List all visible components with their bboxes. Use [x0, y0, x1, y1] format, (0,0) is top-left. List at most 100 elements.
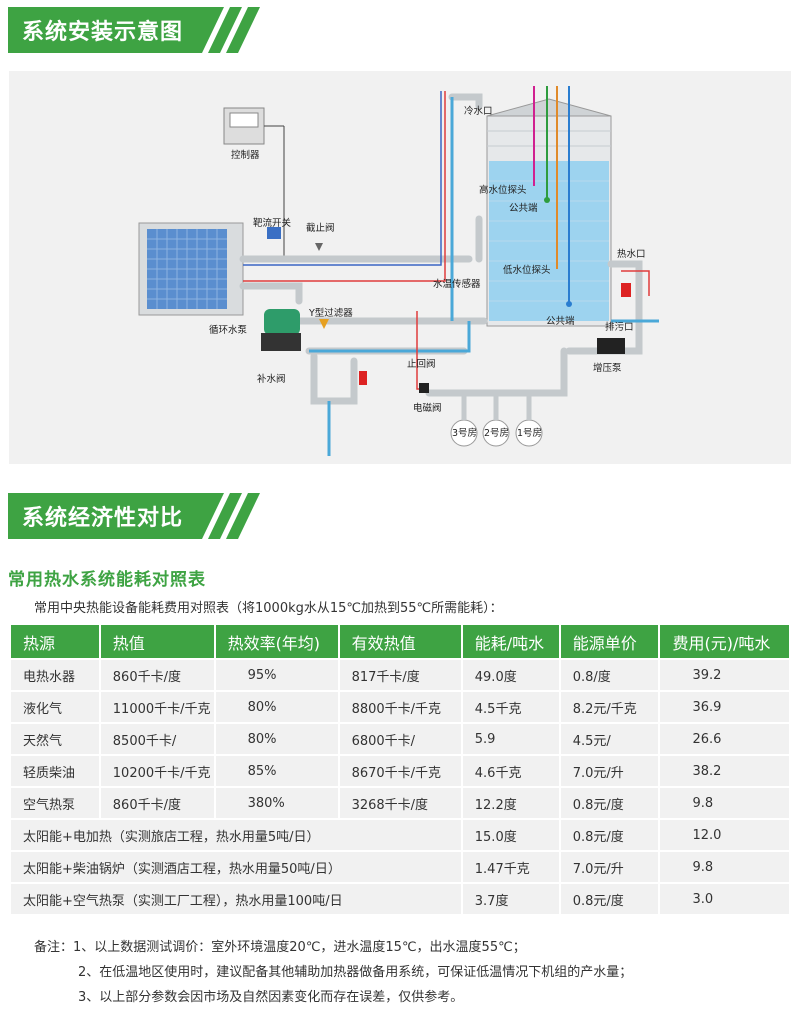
table-header-cell: 费用(元)/吨水 [660, 625, 789, 658]
heat-pump-unit [138, 222, 244, 316]
remarks: 备注：1、以上数据测试调价：室外环境温度20℃，进水温度15℃，出水温度55℃；… [34, 935, 632, 1010]
label-flow-switch: 靶流开关 [253, 217, 292, 229]
table-cell: 15.0度 [462, 820, 559, 850]
label-common-2: 公共端 [546, 315, 575, 327]
table-cell: 1.47千克 [462, 852, 559, 882]
label-room-3: 3号房 [452, 427, 477, 439]
table-cell: 太阳能+柴油锅炉（实测酒店工程，热水用量50吨/日） [11, 852, 461, 882]
table-cell: 380% [215, 788, 338, 818]
table-cell: 3268千卡/度 [339, 788, 461, 818]
table-cell: 轻质柴油 [11, 756, 99, 786]
label-room-1: 1号房 [517, 427, 542, 439]
label-solenoid: 电磁阀 [413, 402, 442, 414]
table-cell: 26.6 [660, 724, 789, 754]
table-cell: 95% [215, 660, 338, 690]
table-header-cell: 热效率(年均) [215, 625, 338, 658]
table-cell: 38.2 [660, 756, 789, 786]
table-title: 常用热水系统能耗对照表 [8, 570, 206, 590]
table-cell: 3.0 [660, 884, 789, 914]
remark-line: 备注：1、以上数据测试调价：室外环境温度20℃，进水温度15℃，出水温度55℃； [34, 940, 526, 955]
label-y-filter: Y型过滤器 [308, 307, 353, 319]
table-cell: 36.9 [660, 692, 789, 722]
table-cell: 8800千卡/千克 [339, 692, 461, 722]
table-cell: 天然气 [11, 724, 99, 754]
table-cell: 817千卡/度 [339, 660, 461, 690]
table-cell: 7.0元/升 [560, 756, 659, 786]
table-header-cell: 能源单价 [560, 625, 659, 658]
table-cell: 4.5元/ [560, 724, 659, 754]
table-cell: 49.0度 [462, 660, 559, 690]
table-cell: 液化气 [11, 692, 99, 722]
table-cell: 860千卡/度 [100, 660, 214, 690]
table-header-cell: 热值 [100, 625, 214, 658]
section-header-economics: 系统经济性对比 [8, 493, 264, 539]
water-tank [486, 98, 612, 327]
table-note: 常用中央热能设备能耗费用对照表（将1000kg水从15℃加热到55℃所需能耗）： [34, 601, 503, 616]
table-cell: 4.6千克 [462, 756, 559, 786]
section-header-install: 系统安装示意图 [8, 7, 264, 53]
label-circ-pump: 循环水泵 [209, 324, 248, 336]
label-cold-inlet: 冷水口 [464, 105, 493, 117]
section-title: 系统经济性对比 [22, 506, 184, 531]
solenoid-valve-icon [419, 383, 429, 393]
stripe-decoration-icon [194, 493, 264, 539]
table-cell: 80% [215, 692, 338, 722]
table-header-row: 热源热值热效率(年均)有效热值能耗/吨水能源单价费用(元)/吨水 [11, 625, 789, 658]
stripe-decoration-icon [194, 7, 264, 53]
stop-valve-icon [315, 243, 323, 251]
table-header-cell: 能耗/吨水 [462, 625, 559, 658]
table-cell: 0.8元/度 [560, 820, 659, 850]
remark-line: 2、在低温地区使用时，建议配备其他辅助加热器做备用系统，可保证低温情况下机组的产… [78, 965, 633, 980]
label-controller: 控制器 [231, 149, 260, 161]
label-low-probe: 低水位探头 [503, 264, 551, 276]
table-cell: 12.2度 [462, 788, 559, 818]
table-cell: 12.0 [660, 820, 789, 850]
booster-pump-icon [597, 338, 625, 354]
circulation-pump-icon [264, 309, 300, 335]
label-stop-valve: 截止阀 [306, 222, 335, 234]
label-room-2: 2号房 [484, 427, 509, 439]
table-cell: 860千卡/度 [100, 788, 214, 818]
table-cell: 80% [215, 724, 338, 754]
table-cell: 4.5千克 [462, 692, 559, 722]
table-header-cell: 热源 [11, 625, 99, 658]
table-cell: 空气热泵 [11, 788, 99, 818]
label-check-valve: 止回阀 [407, 358, 436, 370]
label-drain: 排污口 [605, 321, 634, 333]
table-cell: 电热水器 [11, 660, 99, 690]
table-cell: 8.2元/千克 [560, 692, 659, 722]
table-cell: 太阳能+电加热（实测旅店工程，热水用量5吨/日） [11, 820, 461, 850]
table-cell: 8670千卡/千克 [339, 756, 461, 786]
table-cell: 6800千卡/ [339, 724, 461, 754]
room-outlets [450, 393, 543, 447]
table-cell: 太阳能+空气热泵（实测工厂工程），热水用量100吨/日 [11, 884, 461, 914]
table-cell: 0.8元/度 [560, 788, 659, 818]
section-title: 系统安装示意图 [22, 20, 184, 45]
table-cell: 10200千卡/千克 [100, 756, 214, 786]
table-cell: 85% [215, 756, 338, 786]
table-cell: 39.2 [660, 660, 789, 690]
table-cell: 5.9 [462, 724, 559, 754]
table-cell: 9.8 [660, 852, 789, 882]
label-high-probe: 高水位探头 [479, 184, 527, 196]
drain-valve-icon [621, 283, 631, 297]
remark-line: 3、以上部分参数会因市场及自然因素变化而存在误差，仅供参考。 [78, 990, 464, 1005]
flow-switch-icon [267, 227, 281, 239]
table-cell: 8500千卡/ [100, 724, 214, 754]
label-common-1: 公共端 [509, 202, 538, 214]
table-cell: 0.8/度 [560, 660, 659, 690]
installation-diagram: 控制器 靶流开关 截止阀 冷水口 高水位探头 公共端 低水位探头 水温传感器 公… [9, 71, 791, 464]
label-makeup-valve: 补水阀 [257, 373, 286, 385]
table-header-cell: 有效热值 [339, 625, 461, 658]
label-booster-pump: 增压泵 [593, 362, 622, 374]
table-cell: 0.8元/度 [560, 884, 659, 914]
